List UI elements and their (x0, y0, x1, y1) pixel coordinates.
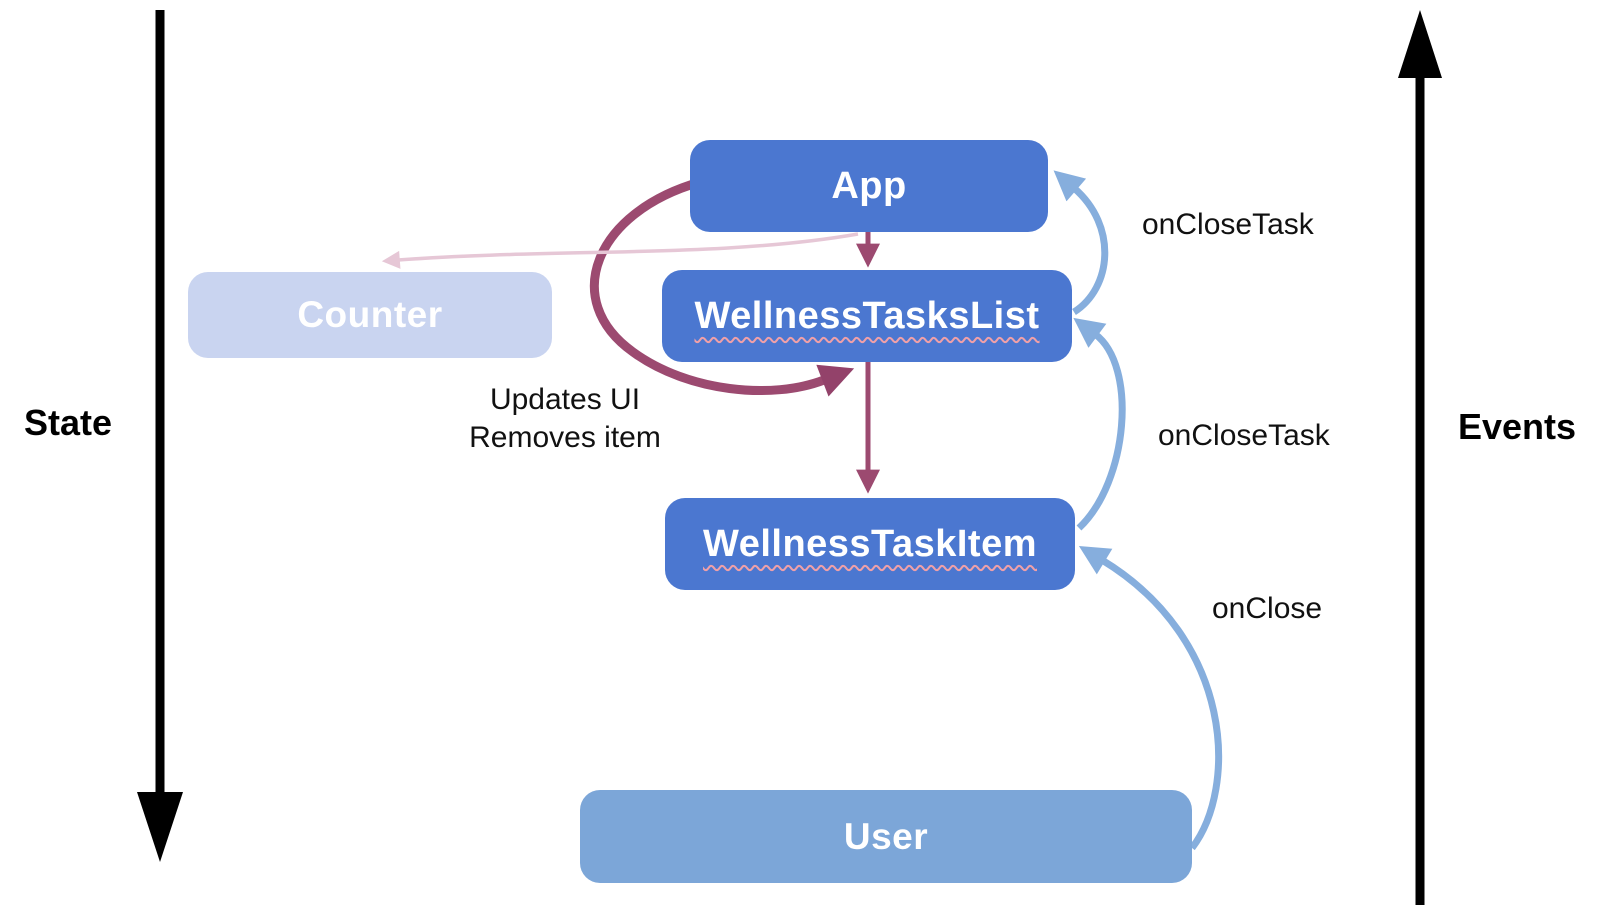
node-counter: Counter (188, 272, 552, 358)
events-axis-label: Events (1458, 406, 1577, 447)
node-counter-label: Counter (297, 294, 443, 335)
node-app-label: App (831, 164, 907, 207)
edge-label-updates-note-line2: Removes item (469, 421, 661, 454)
user-to-taskitem-event-arc (1078, 545, 1223, 851)
edge-label-onclosetask-middle: onCloseTask (1158, 419, 1330, 452)
node-wellness-tasks-list-label: WellnessTasksList (694, 294, 1040, 337)
taskitem-to-taskslist-event-arc (1073, 317, 1126, 531)
node-user-label: User (843, 815, 929, 857)
state-axis-arrow (137, 10, 183, 862)
node-wellness-tasks-list: WellnessTasksList (662, 270, 1072, 362)
state-axis-label: State (24, 402, 113, 443)
taskslist-to-app-event-arc (1053, 170, 1109, 315)
edge-label-updates-note-line1: Updates UI (489, 383, 641, 416)
node-wellness-task-item-label: WellnessTaskItem (703, 522, 1037, 565)
node-app: App (690, 140, 1048, 232)
events-axis-arrow (1398, 10, 1442, 905)
node-user: User (580, 790, 1192, 883)
edge-label-updates-note: Updates UI Removes item (420, 381, 710, 457)
updates-ui-loop-arrow (590, 177, 855, 397)
edge-label-onclose: onClose (1212, 592, 1323, 625)
app-to-counter-arrow (381, 232, 859, 269)
node-wellness-task-item: WellnessTaskItem (665, 498, 1075, 590)
edge-label-onclosetask-top: onCloseTask (1142, 208, 1314, 241)
